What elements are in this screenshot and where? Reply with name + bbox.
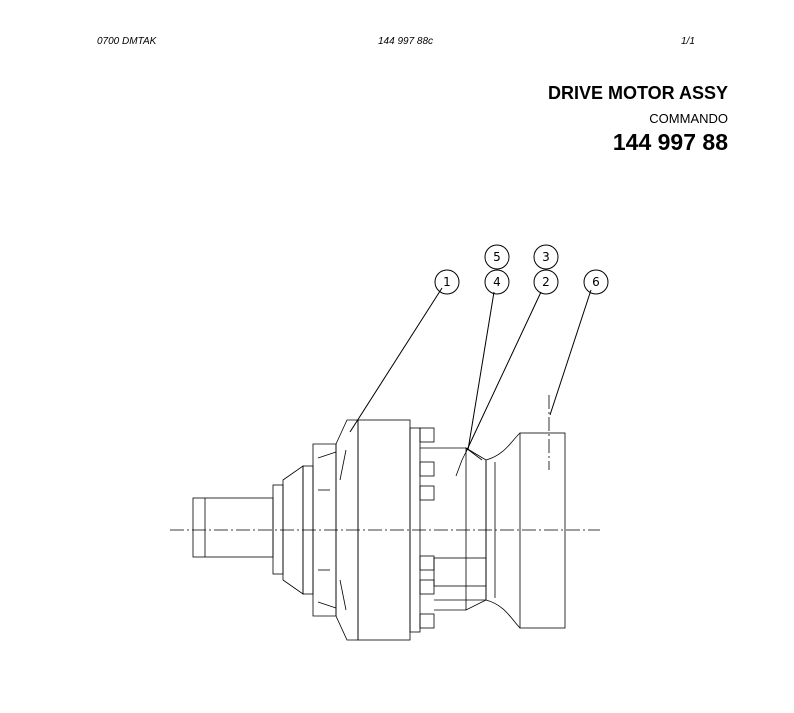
balloon-4: 4 bbox=[484, 269, 510, 295]
leader-2 bbox=[465, 291, 542, 453]
header-page-number: 1/1 bbox=[681, 36, 695, 47]
page-title: DRIVE MOTOR ASSY bbox=[547, 83, 728, 103]
leader-1 bbox=[349, 287, 443, 433]
rear-flange bbox=[519, 432, 566, 629]
page-subtitle: COMMANDO bbox=[649, 111, 728, 126]
part-number: 144 997 88 bbox=[612, 129, 728, 155]
balloon-6: 6 bbox=[583, 269, 609, 295]
leader-6 bbox=[549, 289, 592, 416]
hidden-edge bbox=[339, 449, 347, 481]
motor-port bbox=[433, 557, 487, 587]
svg-text:1: 1 bbox=[443, 275, 451, 289]
leader-4 bbox=[467, 291, 495, 451]
svg-text:6: 6 bbox=[592, 275, 600, 289]
hidden-edge bbox=[317, 451, 337, 459]
bolt-group-upper bbox=[419, 427, 435, 501]
hidden-edge bbox=[317, 601, 337, 609]
svg-text:5: 5 bbox=[493, 250, 501, 264]
balloon-5: 5 bbox=[484, 244, 510, 270]
header-code: 0700 DMTAK bbox=[97, 36, 157, 47]
motor-curve-top bbox=[485, 432, 521, 461]
svg-text:3: 3 bbox=[542, 250, 550, 264]
seal-mark bbox=[455, 451, 467, 477]
svg-text:2: 2 bbox=[542, 275, 550, 289]
hidden-edge bbox=[339, 579, 347, 611]
balloon-3: 3 bbox=[533, 244, 559, 270]
bolt-group-lower bbox=[419, 555, 435, 629]
body-flange bbox=[409, 427, 421, 633]
header-document-number: 144 997 88c bbox=[378, 36, 434, 47]
balloon-1: 1 bbox=[434, 269, 460, 295]
svg-text:4: 4 bbox=[493, 275, 501, 289]
balloon-2: 2 bbox=[533, 269, 559, 295]
motor-curve-bottom bbox=[485, 599, 521, 629]
shaft-shoulder bbox=[272, 484, 284, 575]
